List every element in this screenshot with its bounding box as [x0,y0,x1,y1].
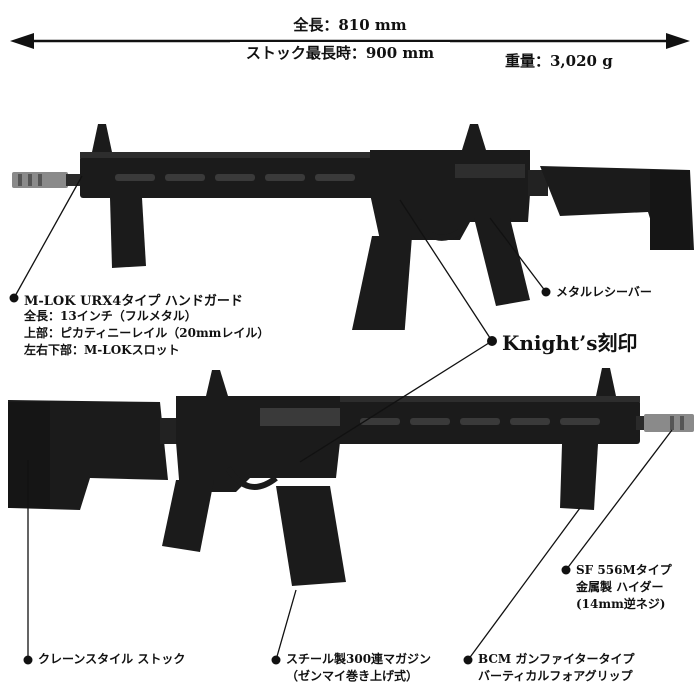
magazine-line1: スチール製300連マガジン [286,652,432,666]
handguard-title: M-LOK URX4タイプ ハンドガード [24,294,243,309]
magazine-bottom [276,486,346,586]
grip-line1: BCM ガンファイタータイプ [478,652,635,666]
pistol-grip-top [474,218,530,306]
hider-line3: (14mm逆ネジ) [576,597,666,611]
lower-receiver-bottom [176,442,340,492]
handguard-line1: 全長：13インチ（フルメタル） [24,309,197,323]
receiver-label: メタルレシーバー [556,285,652,299]
grip-line2: バーティカルフォアグリップ [478,669,633,683]
lower-receiver-top [370,194,530,240]
foregrip-bottom [560,444,598,510]
knights-marking-label: Knight’s刻印 [502,331,638,355]
hider-line2: 金属製 ハイダー [576,580,664,594]
total-length: 全長：810 mm [293,16,407,34]
stock-max-length: ストック最長時：900 mm [230,42,450,63]
pistol-grip-bottom [162,480,214,552]
rifle-image-top [12,124,694,330]
stock-label: クレーンスタイル ストック [38,652,186,666]
hider-line1: SF 556Mタイプ [576,563,672,577]
rifle-image-bottom [8,368,694,586]
length-arrow [10,33,690,49]
foregrip-top [110,198,146,268]
magazine-top [352,236,412,330]
magazine-line2: （ゼンマイ巻き上げ式） [286,669,419,683]
handguard-line2: 上部：ピカティニーレイル（20mmレイル） [24,326,270,340]
weight: 重量：3,020 g [505,52,613,70]
handguard-line3: 左右下部：M-LOKスロット [24,343,180,357]
